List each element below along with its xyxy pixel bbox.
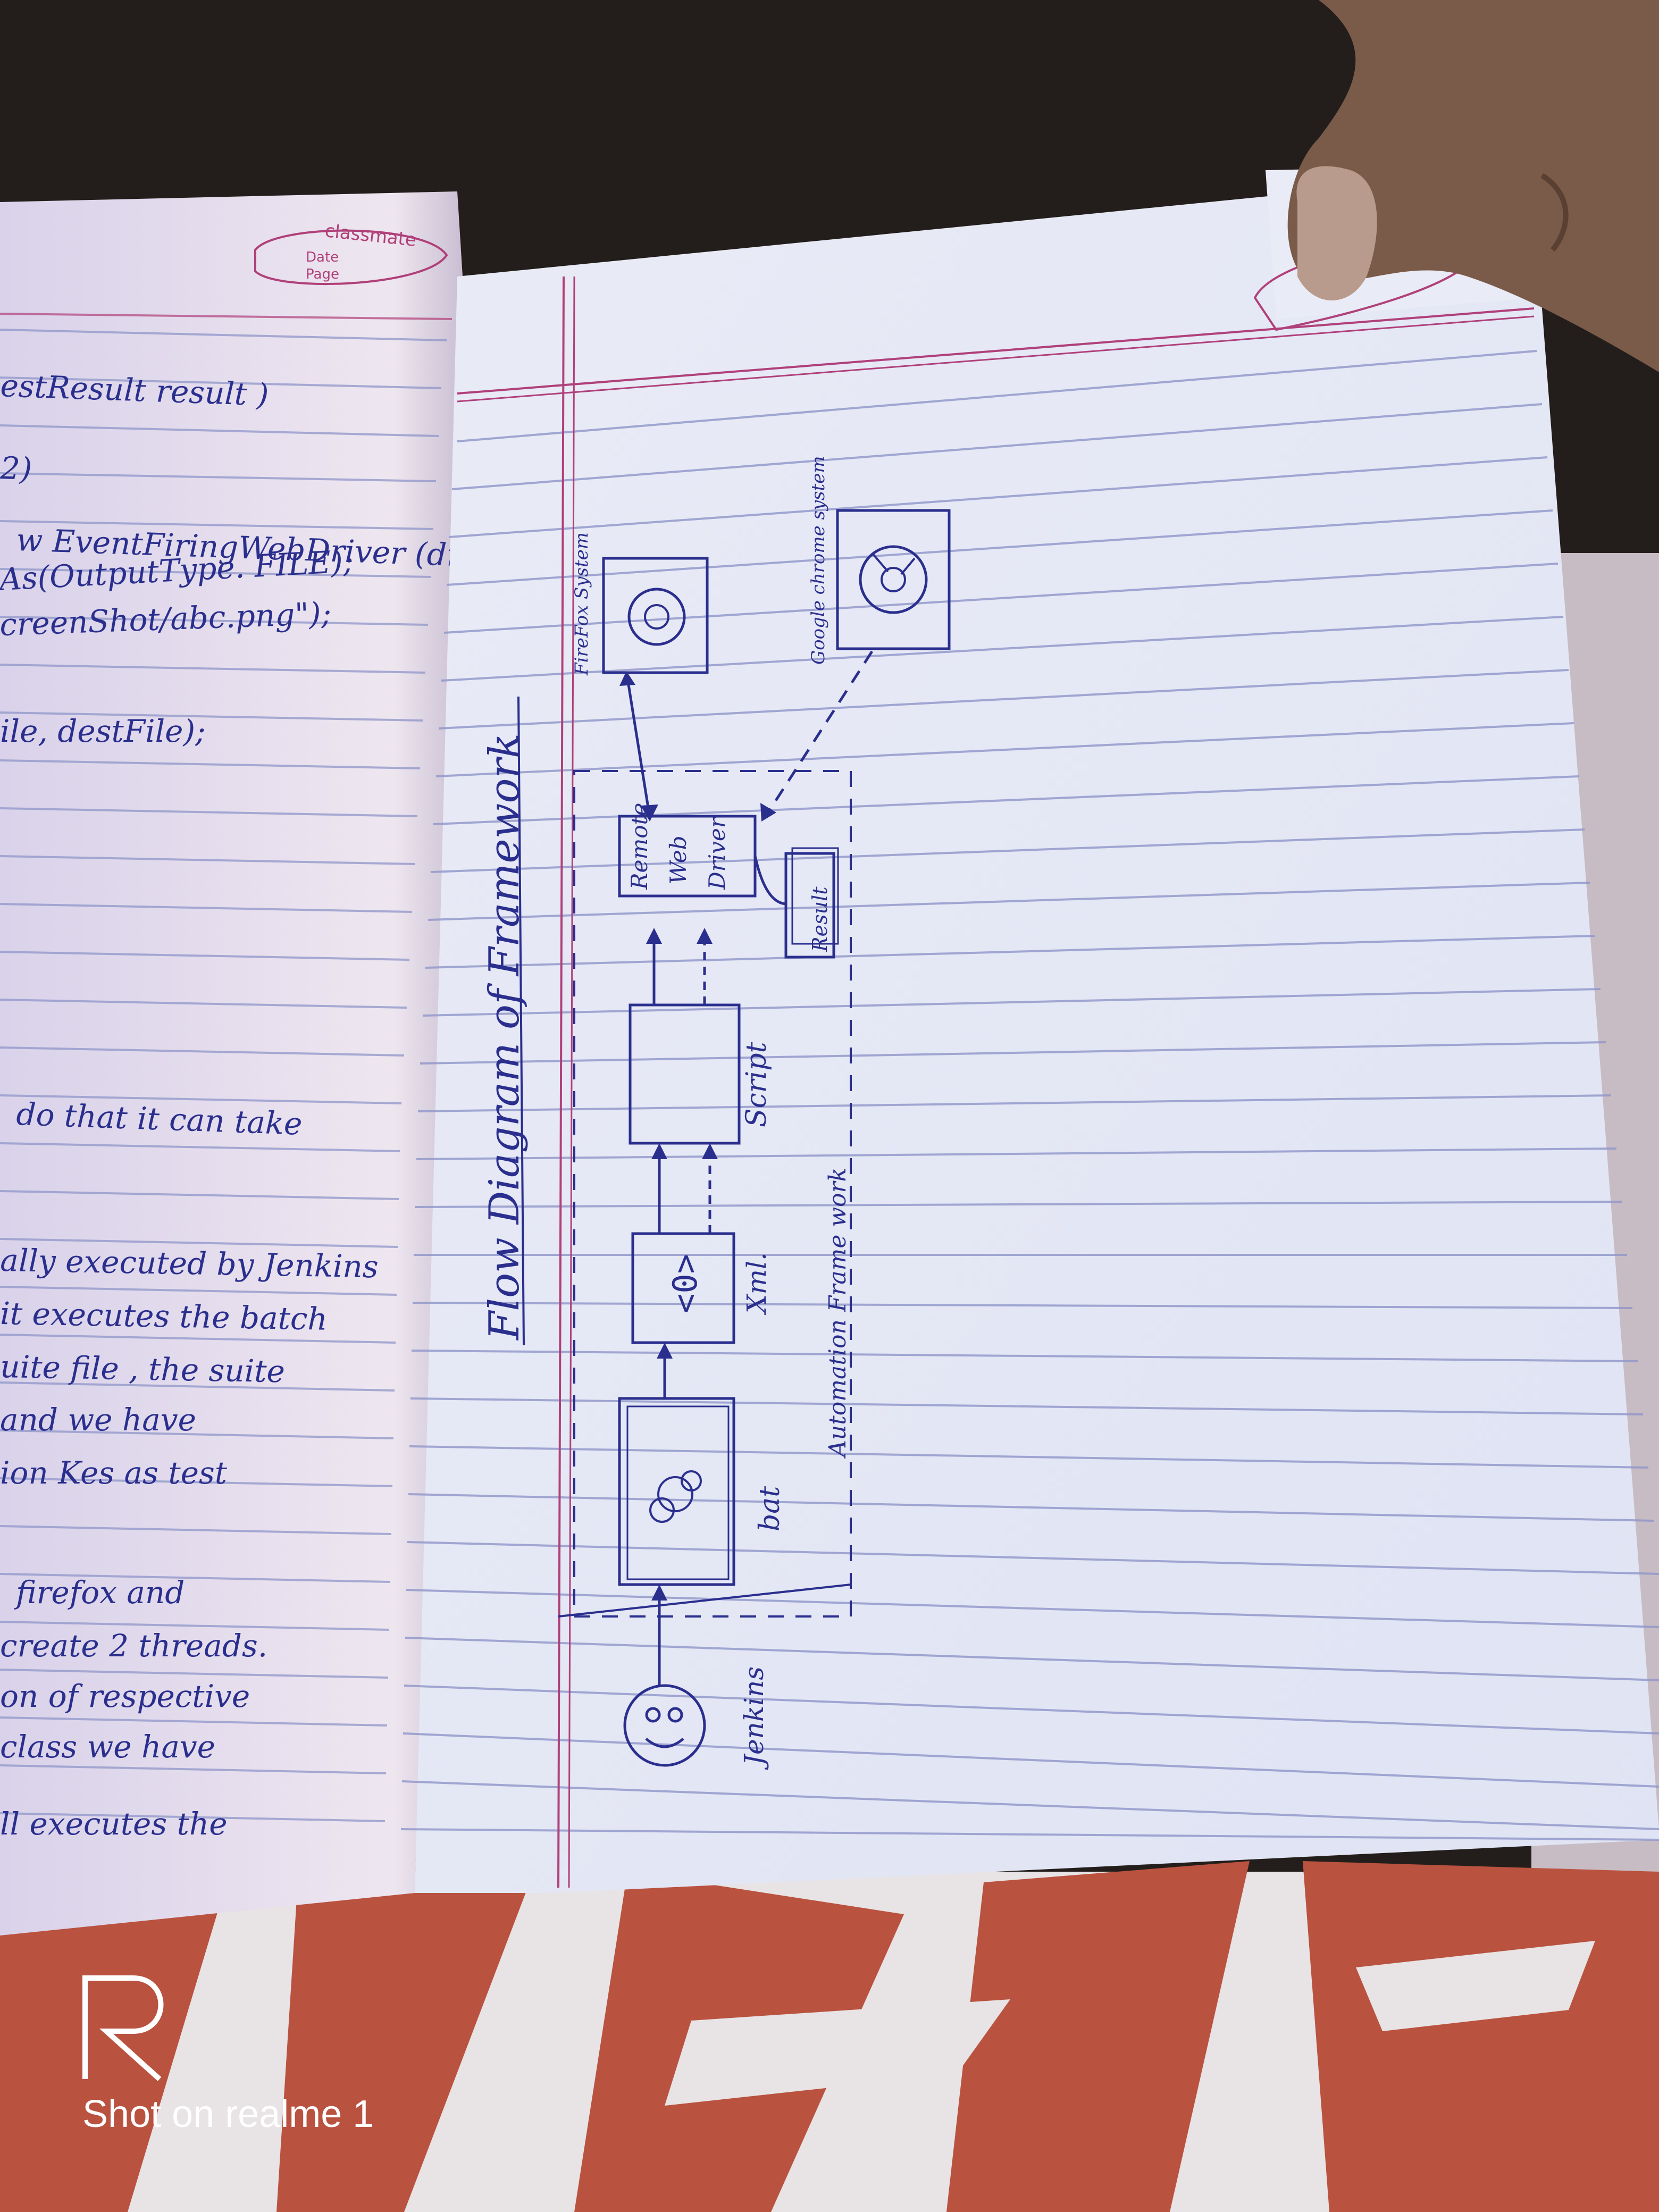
page-label: Page bbox=[306, 266, 339, 282]
left-line-10: uite file , the suite bbox=[0, 1348, 285, 1389]
xml-symbol: <0> bbox=[666, 1254, 705, 1313]
printed-cloth bbox=[0, 1861, 1659, 2212]
result-label: Result bbox=[808, 886, 832, 952]
left-line-17: ll executes the bbox=[0, 1806, 228, 1842]
finger bbox=[1287, 0, 1659, 372]
script-label: Script bbox=[741, 1042, 773, 1127]
left-line-11: and we have bbox=[0, 1402, 196, 1438]
date-label: Date bbox=[306, 249, 339, 265]
result-box bbox=[784, 852, 835, 959]
framework-label: Automation Frame work bbox=[824, 1168, 851, 1459]
script-box bbox=[629, 1003, 741, 1145]
bat-box bbox=[618, 1397, 735, 1586]
margin-line bbox=[557, 276, 565, 1888]
gear-icon bbox=[649, 1470, 702, 1523]
left-line-6: ile, destFile); bbox=[0, 713, 206, 749]
chrome-icon bbox=[859, 545, 928, 614]
chrome-label: Google chrome system bbox=[808, 456, 829, 665]
firefox-label: FireFox System bbox=[571, 532, 592, 676]
brand-banner bbox=[254, 229, 448, 285]
left-line-13: firefox and bbox=[14, 1574, 185, 1611]
left-line-9: it executes the batch bbox=[0, 1295, 328, 1337]
ruled-lines bbox=[400, 350, 1659, 1841]
jenkins-icon bbox=[623, 1684, 706, 1767]
firefox-icon bbox=[627, 588, 686, 646]
right-page bbox=[400, 165, 1659, 1893]
chrome-box bbox=[836, 509, 951, 650]
left-line-2: 2) bbox=[0, 450, 32, 487]
flow-diagram: Flow Diagram of Framework Automation Fra… bbox=[481, 456, 951, 1770]
left-line-15: on of respective bbox=[0, 1678, 250, 1714]
left-line-14: create 2 threads. bbox=[0, 1628, 267, 1664]
watermark-text: Shot on realme 1 bbox=[82, 2093, 374, 2135]
realme-logo-icon bbox=[82, 1975, 164, 2081]
framework-boundary bbox=[573, 770, 852, 1618]
web-label: Web bbox=[665, 836, 691, 885]
left-page: classmate Date Page estResult result ) 2… bbox=[0, 191, 524, 1936]
xml-label: Xml. bbox=[741, 1252, 772, 1316]
left-line-16: class we have bbox=[0, 1729, 215, 1765]
driver-label: Driver bbox=[704, 816, 730, 890]
jenkins-label: Jenkins bbox=[739, 1666, 769, 1770]
xml-box bbox=[631, 1232, 735, 1344]
bat-label: bat bbox=[754, 1486, 786, 1531]
firefox-box bbox=[602, 557, 709, 674]
left-line-12: ion Kes as test bbox=[0, 1455, 228, 1491]
left-line-8: ally executed by Jenkins bbox=[0, 1242, 379, 1285]
